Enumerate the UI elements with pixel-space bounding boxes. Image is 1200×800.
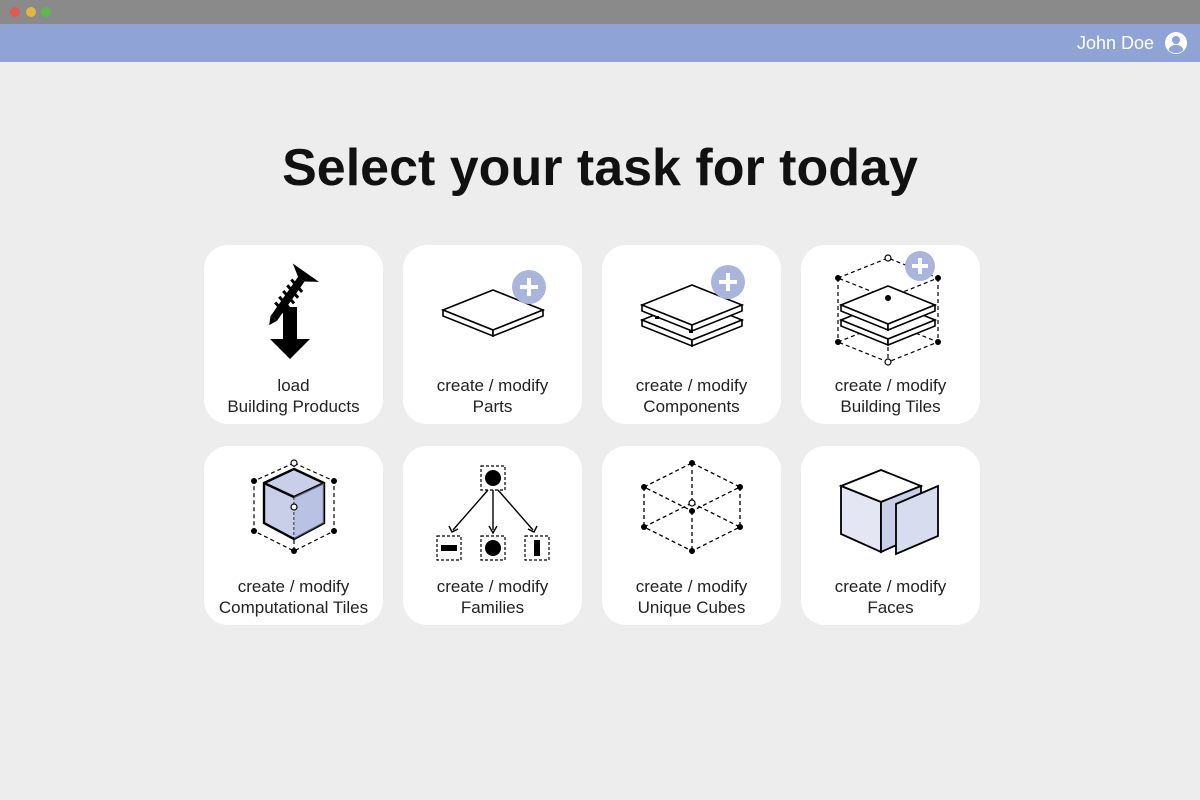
task-label: create / modify Parts [436,376,549,416]
close-window-icon[interactable] [10,7,20,17]
task-label: create / modify Components [635,376,748,416]
family-tree-icon [403,446,582,576]
component-add-icon [602,245,781,375]
task-card-computational-tiles[interactable]: create / modify Computational Tiles [204,446,383,625]
task-card-families[interactable]: create / modify Families [403,446,582,625]
page-title: Select your task for today [282,139,918,197]
app-header: John Doe [0,24,1200,62]
maximize-window-icon[interactable] [41,7,51,17]
task-label: create / modify Computational Tiles [218,577,369,617]
task-card-parts[interactable]: create / modify Parts [403,245,582,424]
minimize-window-icon[interactable] [26,7,36,17]
task-card-building-tiles[interactable]: create / modify Building Tiles [801,245,980,424]
task-label: create / modify Faces [834,577,947,617]
user-name: John Doe [1076,32,1154,53]
window-titlebar [0,0,1200,24]
user-circle-icon [1164,31,1188,55]
task-card-faces[interactable]: create / modify Faces [801,446,980,625]
part-add-icon [403,245,582,375]
task-label: create / modify Families [436,577,549,617]
cube-face-icon [801,446,980,576]
user-menu[interactable]: John Doe [1077,24,1188,62]
screw-load-icon [204,245,383,375]
task-card-components[interactable]: create / modify Components [602,245,781,424]
wireframe-cube-icon [602,446,781,576]
task-label: create / modify Building Tiles [834,376,947,416]
task-label: create / modify Unique Cubes [635,577,748,617]
task-card-unique-cubes[interactable]: create / modify Unique Cubes [602,446,781,625]
computational-tile-icon [204,446,383,576]
building-tile-add-icon [801,245,980,375]
task-card-building-products[interactable]: load Building Products [204,245,383,424]
task-label: load Building Products [227,376,360,416]
